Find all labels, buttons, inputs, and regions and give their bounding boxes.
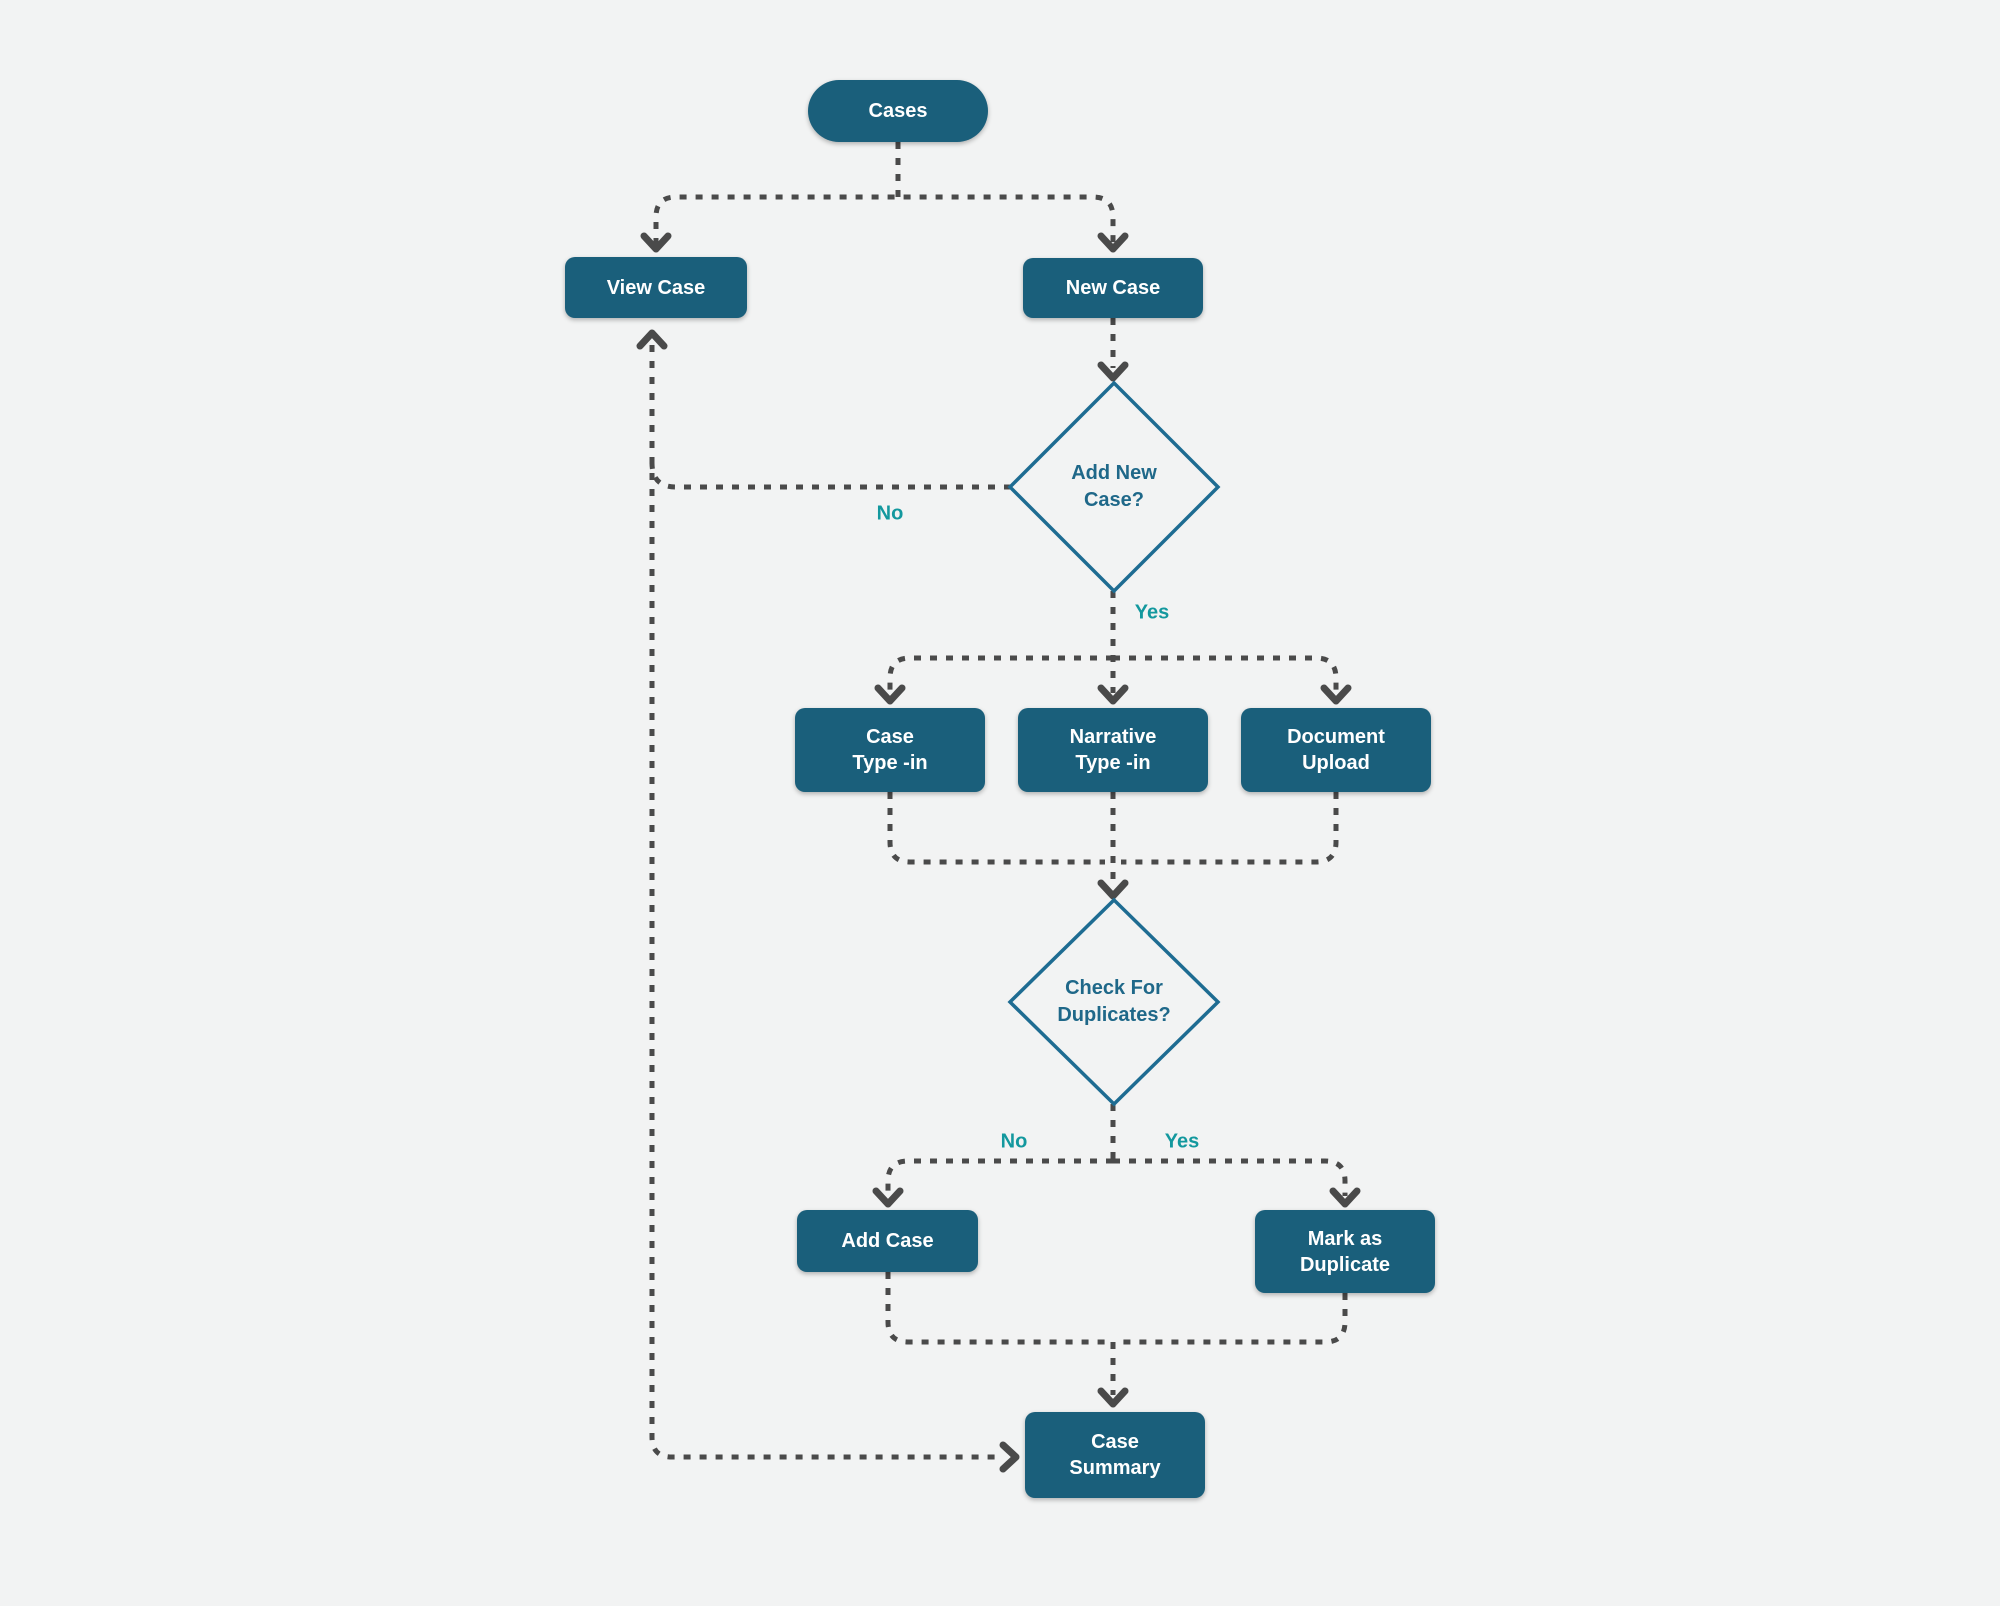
arrowhead-into-new-case: [1097, 232, 1129, 253]
edge-cases-branch: [653, 194, 1116, 245]
arrowhead-into-check-duplicates: [1097, 879, 1129, 900]
arrowhead-into-case-summary-top: [1097, 1387, 1129, 1408]
edge-check-duplicates-branch: [885, 1104, 1348, 1196]
node-narrative-type-in: Narrative Type -in: [1018, 708, 1208, 792]
edge-cases-to-split: [653, 142, 1116, 245]
edge-mark-duplicate-down: [1121, 1293, 1348, 1345]
edge-add-new-case-no: [649, 462, 1011, 490]
node-add-case: Add Case: [797, 1210, 978, 1272]
arrowhead-into-mark-as-duplicate: [1329, 1187, 1361, 1208]
node-document-upload: Document Upload: [1241, 708, 1431, 792]
arrowhead-into-add-new-case: [1097, 361, 1129, 382]
decision-add-new-case-shape: [1007, 380, 1221, 594]
edge-yes-branch-left: [887, 655, 1113, 693]
node-case-summary: Case Summary: [1025, 1412, 1205, 1498]
edge-add-case-down: [885, 1272, 1105, 1345]
arrowhead-into-document-upload: [1320, 684, 1352, 705]
edge-inputs-to-check-duplicates: [887, 792, 1339, 888]
edge-to-case-summary: [885, 1272, 1348, 1395]
edge-label-add-new-case-yes: Yes: [1134, 601, 1170, 624]
edge-view-case-loop-to-case-summary: [649, 345, 1002, 1460]
node-new-case: New Case: [1023, 258, 1203, 318]
edge-label-check-duplicates-yes: Yes: [1164, 1130, 1200, 1153]
arrowhead-into-view-case-bottom: [636, 329, 668, 350]
arrowhead-into-view-case-top: [640, 232, 672, 253]
edge-converge-right: [1121, 792, 1339, 865]
arrowhead-into-case-type-in: [874, 684, 906, 705]
edge-converge-left: [887, 792, 1105, 865]
arrowhead-into-add-case: [872, 1187, 904, 1208]
decision-check-duplicates-shape: [1007, 897, 1221, 1107]
edge-label-add-new-case-no: No: [876, 502, 904, 525]
node-mark-as-duplicate: Mark as Duplicate: [1255, 1210, 1435, 1293]
edge-yes-branch-right: [1113, 655, 1339, 693]
node-case-type-in: Case Type -in: [795, 708, 985, 792]
edge-label-check-duplicates-no: No: [1000, 1130, 1028, 1153]
edge-duplicates-no-branch: [885, 1158, 1113, 1196]
arrowhead-into-narrative-type-in: [1097, 684, 1129, 705]
node-view-case: View Case: [565, 257, 747, 318]
arrowhead-into-case-summary-left: [999, 1441, 1020, 1473]
edge-add-new-case-yes: [887, 591, 1339, 693]
edge-duplicates-yes-branch: [1113, 1158, 1348, 1196]
node-cases: Cases: [808, 80, 988, 142]
